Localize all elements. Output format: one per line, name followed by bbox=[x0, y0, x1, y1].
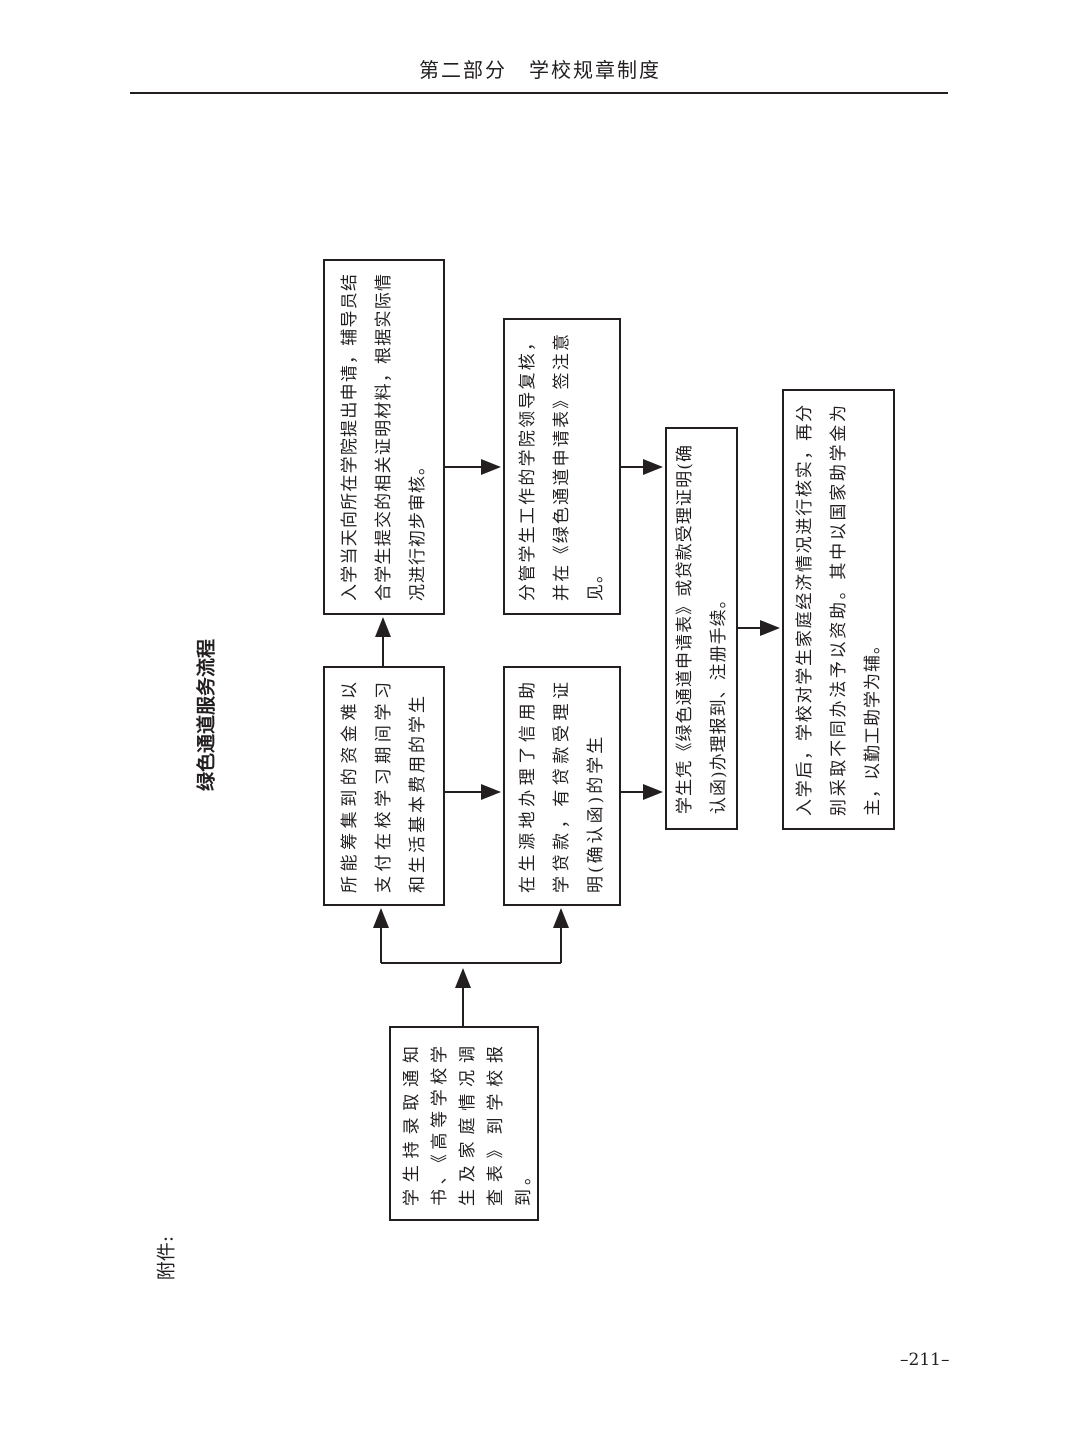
running-header: 第二部分 学校规章制度 bbox=[419, 58, 661, 82]
loan-students-box: 在生源地办理了信用助学贷款，有贷款受理证明(确认函)的学生 bbox=[503, 666, 621, 906]
page-number: –211– bbox=[900, 1350, 950, 1370]
review-box: 分管学生工作的学院领导复核，并在《绿色通道申请表》签注意见。 bbox=[503, 318, 621, 615]
funds-difficulty-box: 所能筹集到的资金难以支付在校学习期间学习和生活基本费用的学生 bbox=[323, 666, 445, 906]
apply-box: 入学当天向所在学院提出申请，辅导员结合学生提交的相关证明材料，根据实际情况进行初… bbox=[323, 259, 445, 615]
after-box: 入学后，学校对学生家庭经济情况进行核实，再分别采取不同办法予以资助。其中以国家助… bbox=[782, 389, 895, 830]
register-box: 学生凭《绿色通道申请表》或贷款受理证明(确认函)办理报到、注册手续。 bbox=[665, 427, 738, 830]
header-rule bbox=[130, 92, 948, 94]
start-box: 学生持录取通知书、《高等学校学生及家庭情况调查表》到学校报到。 bbox=[389, 1026, 539, 1221]
